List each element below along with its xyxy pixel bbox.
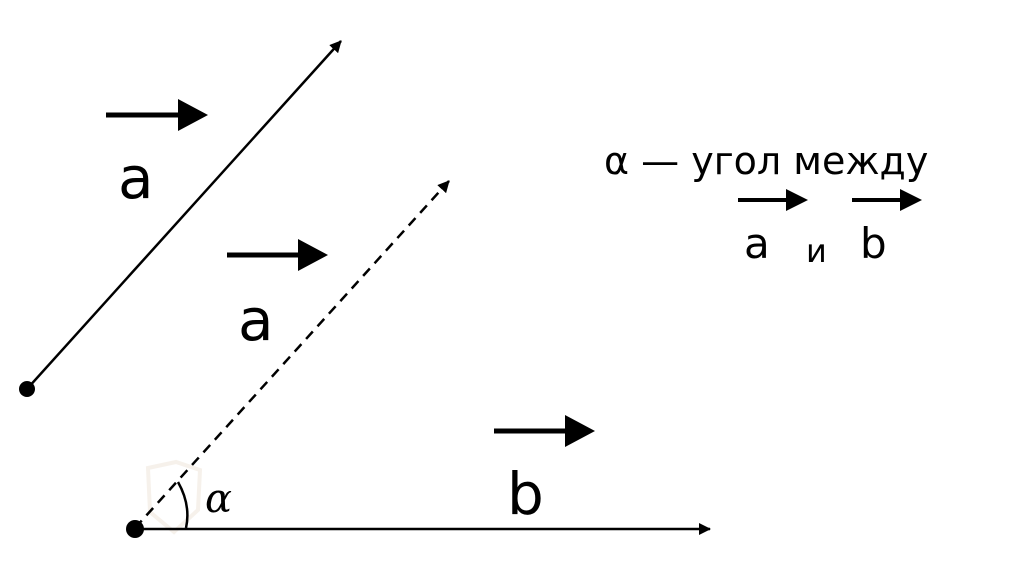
vector-a-dashed-line bbox=[134, 180, 450, 529]
vector-a-upper-line bbox=[26, 40, 342, 390]
origin-point bbox=[126, 520, 144, 538]
vector-a-lower-label: a bbox=[227, 239, 328, 354]
arrowhead-icon bbox=[786, 189, 808, 211]
angle-alpha-label: α bbox=[205, 476, 232, 522]
caption-vector-a: a bbox=[744, 219, 770, 268]
vector-a-upper-start-point bbox=[19, 381, 35, 397]
caption-conjunction: и bbox=[806, 232, 827, 270]
vector-a-translated bbox=[134, 180, 450, 529]
caption-line: α — угол между bbox=[604, 139, 928, 183]
vector-a-upper-letter: a bbox=[118, 144, 154, 212]
caption: α — угол между a и b bbox=[604, 139, 928, 270]
vector-b-letter: b bbox=[507, 460, 544, 528]
arrowhead-icon bbox=[900, 189, 922, 211]
vector-a-upper-label: a bbox=[106, 99, 208, 212]
angle-arc bbox=[176, 481, 189, 529]
arrowhead-icon bbox=[565, 415, 595, 447]
vector-b-label: b bbox=[494, 415, 595, 528]
arrowhead-icon bbox=[298, 239, 328, 271]
watermark-shield-icon bbox=[145, 459, 203, 535]
vector-b bbox=[126, 520, 711, 538]
caption-vector-b: b bbox=[860, 219, 887, 268]
arrowhead-icon bbox=[178, 99, 208, 131]
vector-a-lower-letter: a bbox=[238, 286, 274, 354]
vector-a-upper bbox=[19, 40, 342, 397]
